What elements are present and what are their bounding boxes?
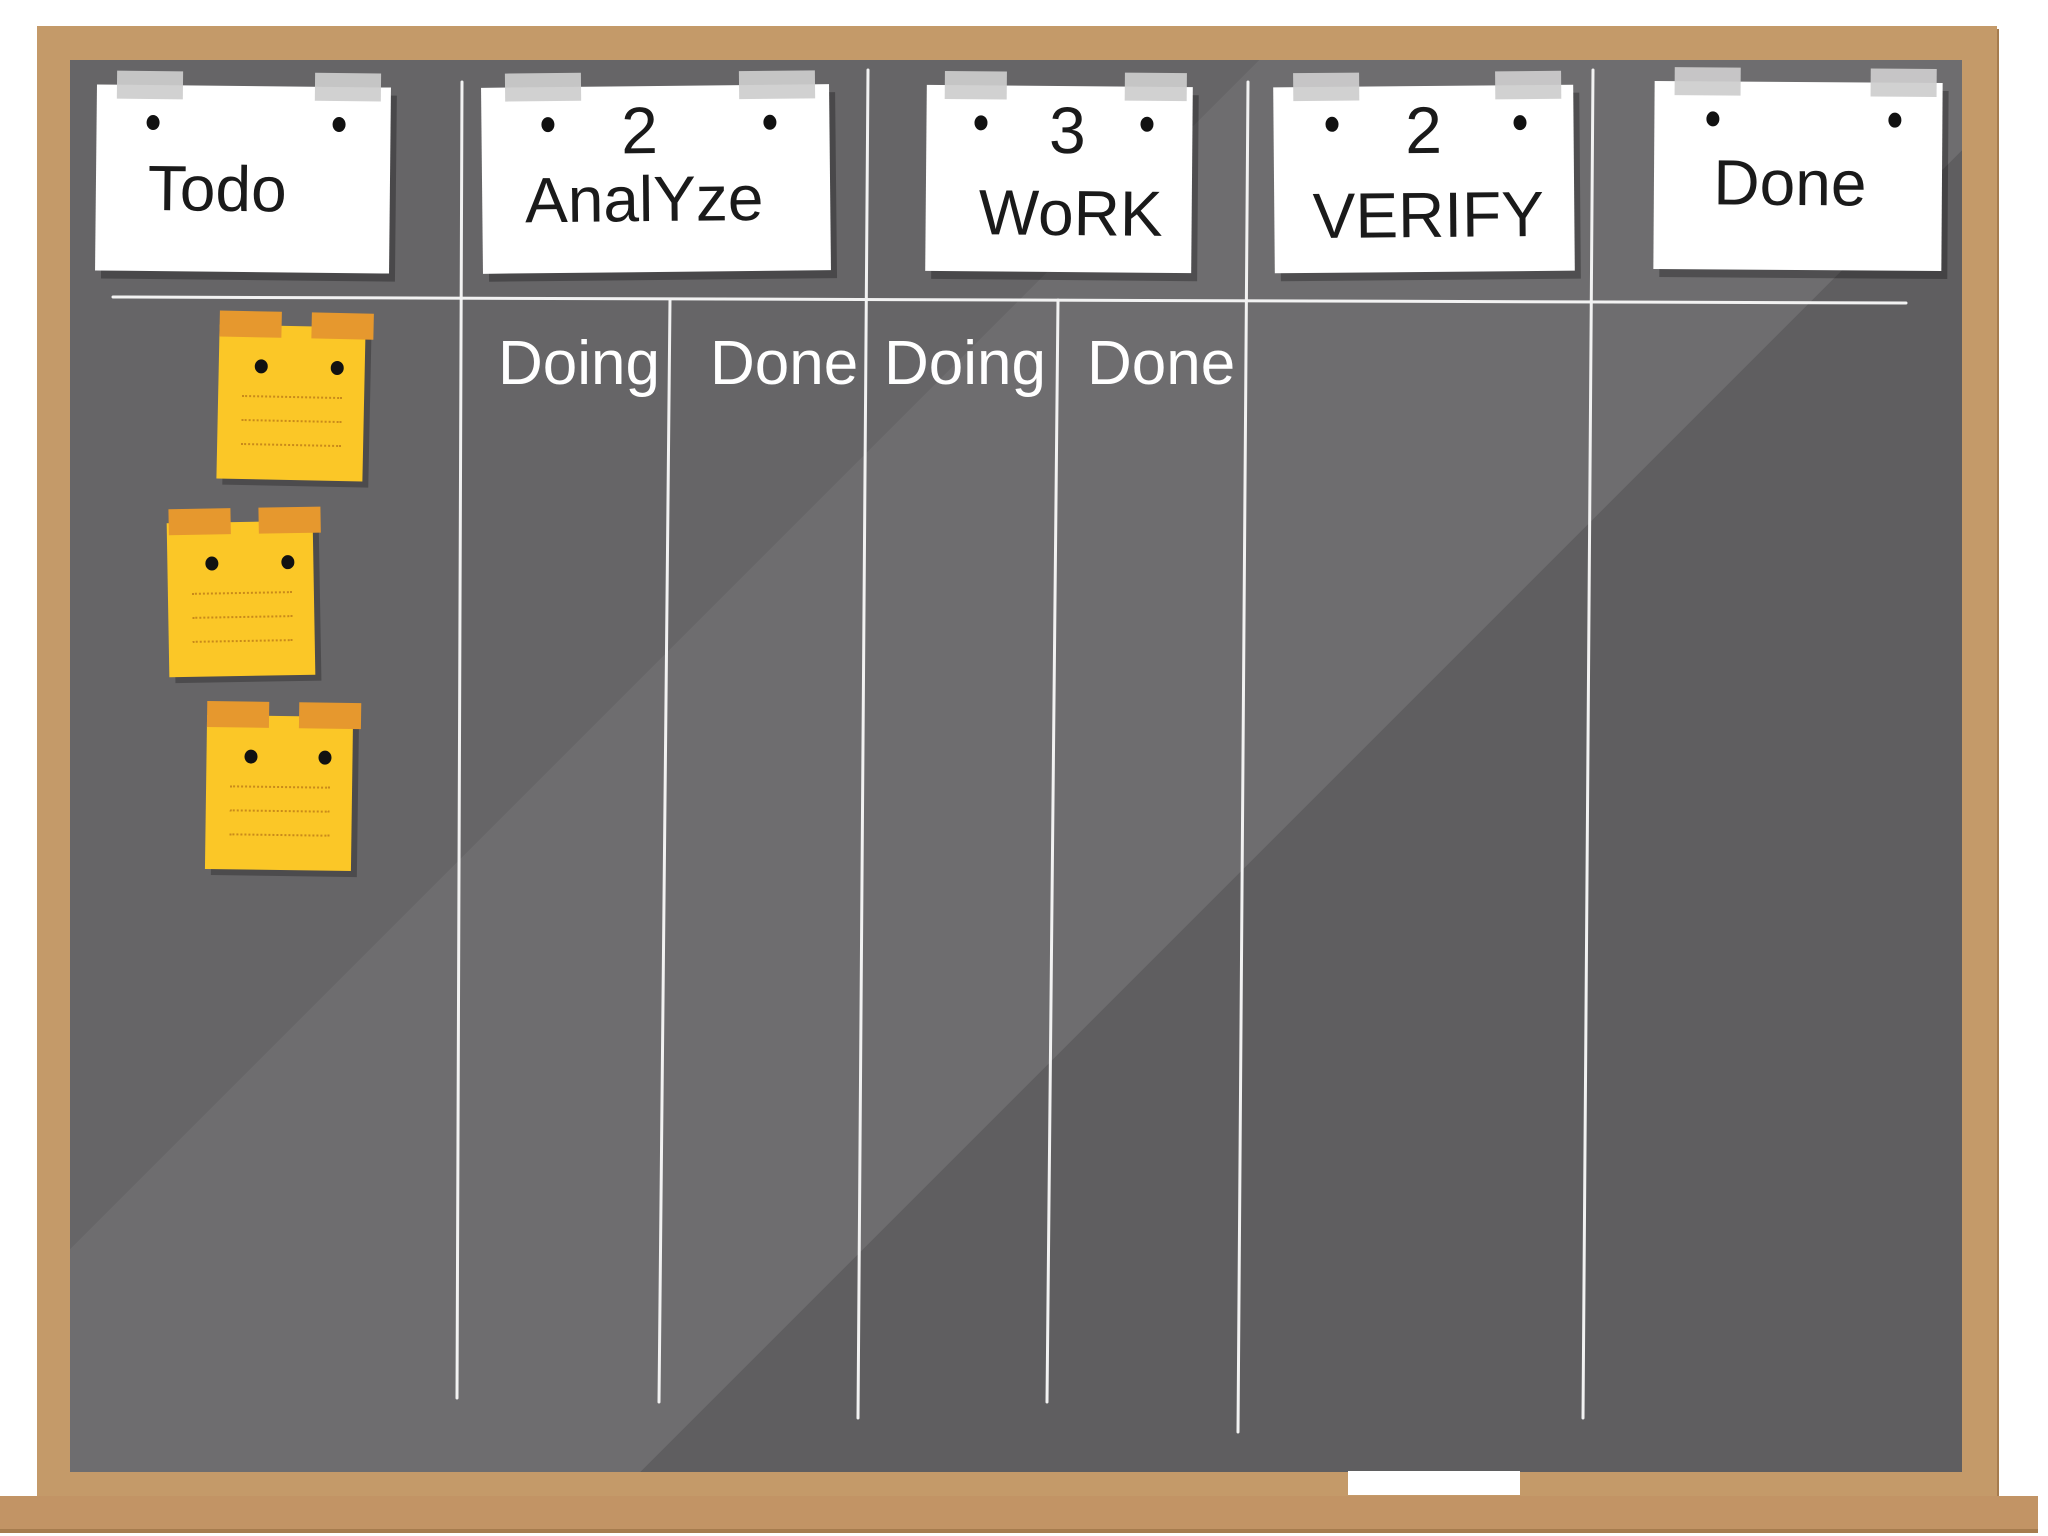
tape	[219, 310, 282, 338]
chalkboard	[70, 60, 1962, 1472]
tape	[311, 312, 374, 340]
sticky-note[interactable]	[204, 700, 362, 872]
tape	[258, 506, 321, 534]
tape	[314, 72, 382, 102]
pin-hole	[1706, 111, 1720, 127]
tape	[1674, 67, 1741, 96]
column-title: VERIFY	[1312, 177, 1545, 252]
wip-limit: 2	[620, 92, 659, 168]
column-header-work: 3 WoRK	[925, 71, 1193, 274]
wip-limit: 2	[1404, 92, 1443, 168]
tape	[298, 702, 362, 730]
wip-limit: 3	[1048, 92, 1087, 168]
column-title: AnalYze	[524, 161, 764, 237]
subcolumn-label-analyze-doing: Doing	[498, 329, 660, 398]
chalk-piece	[1348, 1471, 1520, 1495]
pin-hole	[332, 116, 346, 133]
column-header-done: Done	[1653, 67, 1943, 272]
column-header-analyze: 2 AnalYze	[481, 70, 831, 274]
sticky-note[interactable]	[216, 310, 374, 482]
column-title: WoRK	[978, 176, 1163, 250]
sticky-note[interactable]	[166, 506, 321, 678]
subcolumn-label-work-doing: Doing	[884, 329, 1046, 398]
pin-hole	[146, 114, 160, 131]
tape	[116, 70, 184, 100]
pin-hole	[1888, 112, 1902, 128]
tape	[168, 508, 231, 536]
column-header-todo: Todo	[95, 70, 391, 274]
tape	[1870, 68, 1937, 97]
column-header-verify: 2 VERIFY	[1273, 70, 1575, 274]
subcolumn-label-analyze-done: Done	[710, 329, 859, 398]
pin-hole	[205, 556, 219, 571]
tape	[206, 700, 270, 728]
pin-hole	[281, 555, 295, 570]
column-title: Done	[1713, 146, 1867, 220]
column-title: Todo	[147, 152, 288, 226]
subcolumn-label-work-done: Done	[1087, 329, 1236, 398]
chalk-tray	[0, 1496, 2038, 1533]
